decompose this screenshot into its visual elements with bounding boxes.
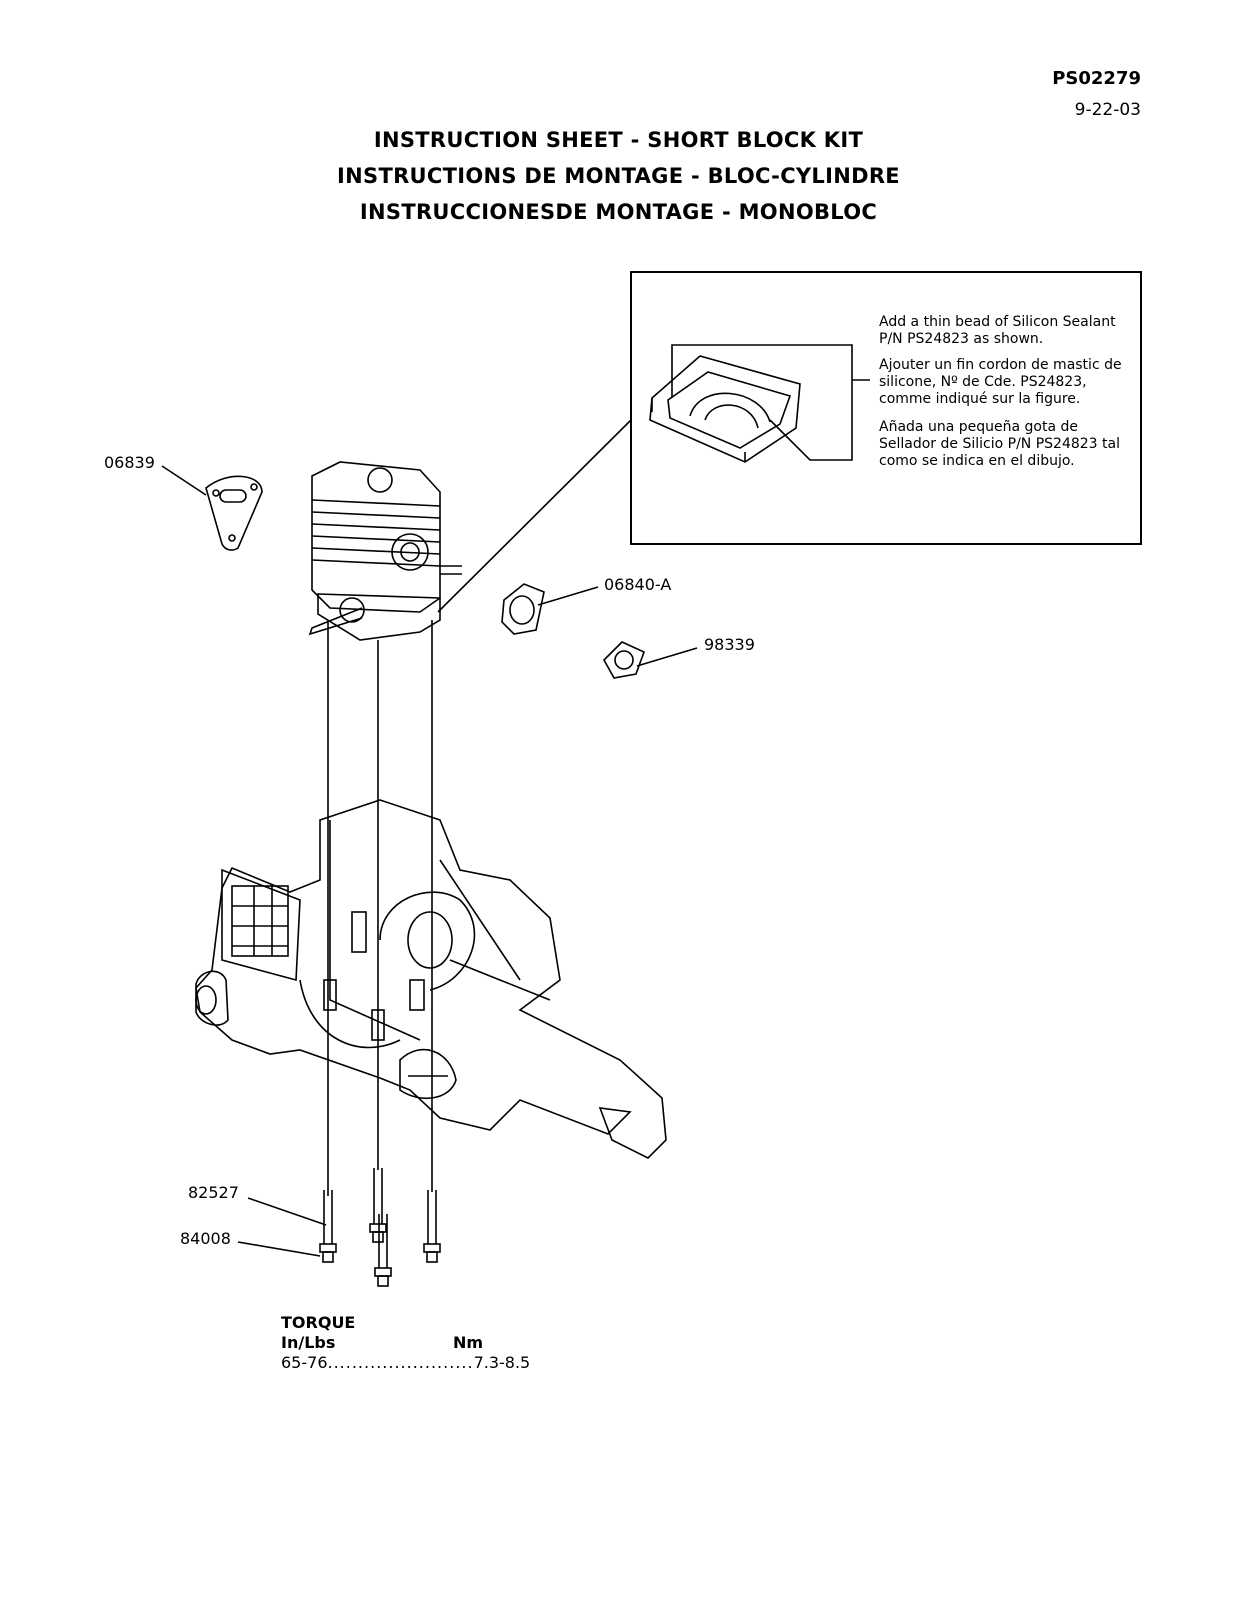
sealant-note-spanish: Añada una pequeña gota de Sellador de Si… xyxy=(879,419,1120,469)
gasket-06840-A xyxy=(501,583,545,635)
cylinder-assembly xyxy=(308,461,462,641)
crankcase-half-illustration xyxy=(649,344,870,463)
sealant-note-english: Add a thin bead of Silicon Sealant P/N P… xyxy=(879,314,1116,347)
gasket-06839 xyxy=(205,475,263,551)
sealant-inset-box xyxy=(630,271,1142,545)
torque-col-nm: Nm xyxy=(453,1333,484,1352)
torque-value-nm: 7.3-8.5 xyxy=(473,1353,531,1372)
screw-right xyxy=(423,1190,441,1263)
torque-col-inlbs: In/Lbs xyxy=(281,1333,336,1352)
screw-left xyxy=(319,1190,337,1263)
part-label-82527: 82527 xyxy=(188,1183,239,1202)
document-number: PS02279 xyxy=(1052,68,1141,89)
sealant-note-french: Ajouter un fin cordon de mastic de silic… xyxy=(879,357,1122,407)
torque-value-row: 65-76 ........................ 7.3-8.5 xyxy=(281,1353,530,1373)
torque-title: TORQUE xyxy=(281,1313,356,1332)
inset-pointer-line xyxy=(437,419,632,613)
torque-header-row: In/Lbs Nm xyxy=(281,1333,530,1353)
screw-center-b xyxy=(374,1214,392,1287)
part-label-06840-A: 06840-A xyxy=(604,575,672,594)
title-spanish: INSTRUCCIONESDE MONTAGE - MONOBLOC xyxy=(359,200,878,224)
part-label-98339: 98339 xyxy=(704,635,755,654)
title-english: INSTRUCTION SHEET - SHORT BLOCK KIT xyxy=(373,128,864,152)
part-label-06839: 06839 xyxy=(104,453,155,472)
part-label-84008: 84008 xyxy=(180,1229,231,1248)
torque-table: TORQUE In/Lbs Nm 65-76 .................… xyxy=(281,1313,530,1373)
document-date: 9-22-03 xyxy=(1074,100,1141,120)
gasket-98339 xyxy=(603,641,646,679)
screw-center-a xyxy=(369,1168,387,1243)
torque-leader-dots: ........................ xyxy=(327,1353,474,1372)
torque-value-inlbs: 65-76 xyxy=(281,1353,328,1372)
crankcase-body xyxy=(195,799,667,1159)
title-french: INSTRUCTIONS DE MONTAGE - BLOC-CYLINDRE xyxy=(337,164,900,188)
